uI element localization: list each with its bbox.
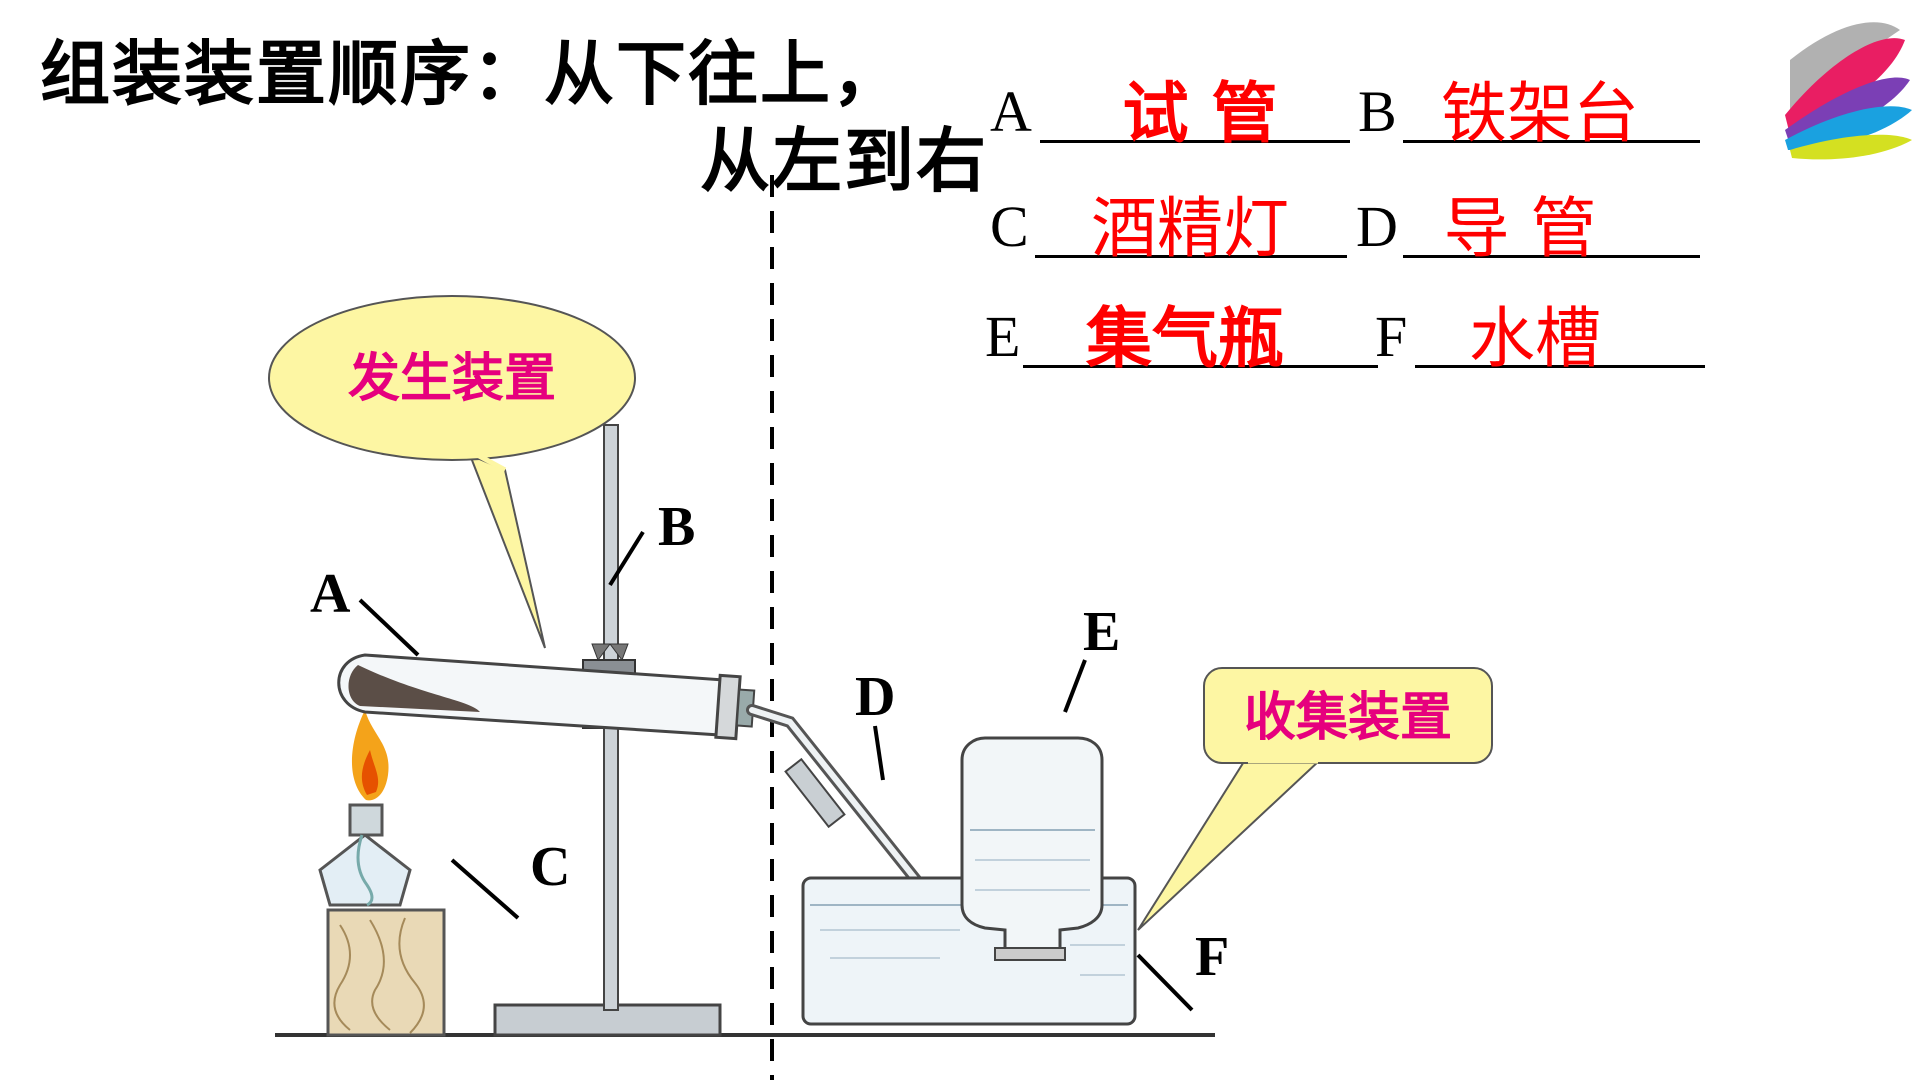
callout-generator-text: 发生装置 (348, 349, 556, 409)
answer-text-e: 集气瓶 (1086, 300, 1284, 377)
answer-text-b: 铁架台 (1441, 75, 1639, 152)
answer-letter-f: F (1375, 304, 1408, 369)
answer-row-2: C 酒精灯 D 导 管 (990, 175, 1890, 267)
label-b: B (658, 496, 695, 558)
gas-collection-bottle (960, 736, 1104, 961)
label-c: C (530, 836, 570, 898)
flame-icon (351, 710, 389, 801)
answer-blank-e (1023, 365, 1378, 368)
answer-letter-e: E (985, 304, 1021, 369)
answer-blank-c (1035, 255, 1347, 258)
wooden-block (326, 908, 446, 1037)
heading-line-2: 从左到右 (700, 120, 988, 202)
answer-text-a: 试 管 (1122, 75, 1278, 152)
answer-row-1: A 试 管 B 铁架台 (990, 60, 1890, 152)
alcohol-lamp (318, 803, 412, 907)
logo-icon (1785, 22, 1912, 160)
answer-letter-b: B (1358, 79, 1397, 144)
heading-line-1: 组装装置顺序：从下往上， (40, 33, 904, 115)
callout-collector: 收集装置 (1137, 667, 1493, 931)
answer-text-f: 水槽 (1469, 300, 1601, 377)
answer-blank-d (1403, 255, 1700, 258)
callout-generator: 发生装置 (268, 295, 636, 649)
callout-collector-text: 收集装置 (1244, 688, 1452, 748)
label-e: E (1083, 601, 1120, 663)
answer-text-c: 酒精灯 (1091, 190, 1289, 267)
answer-row-3: E 集气瓶 F 水槽 (985, 285, 1895, 377)
answer-blank-b (1403, 140, 1700, 143)
answer-text-d: 导 管 (1443, 190, 1597, 267)
answer-blank-f (1415, 365, 1705, 368)
leader-lines (358, 530, 1194, 1012)
label-f: F (1195, 926, 1229, 988)
answer-letter-a: A (990, 79, 1032, 144)
label-d: D (855, 666, 895, 728)
label-a: A (310, 563, 351, 625)
answer-blank-a (1040, 140, 1350, 143)
answer-letter-d: D (1356, 194, 1398, 259)
test-tube (337, 653, 756, 741)
answer-letter-c: C (990, 194, 1029, 259)
